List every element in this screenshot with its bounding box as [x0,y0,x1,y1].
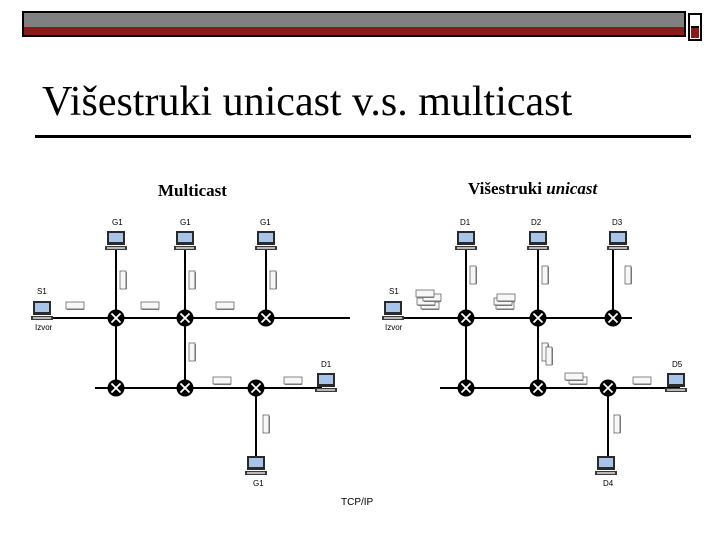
right-right-host-label: D5 [672,360,683,369]
right-host-label-3: D3 [612,218,623,227]
corner-decor-accent [691,26,699,38]
left-host-label-2: G1 [180,218,191,227]
right-routers [456,308,623,398]
right-links [395,248,680,466]
right-source-label: S1 [389,287,399,296]
unicast-label-italic: unicast [546,179,598,198]
left-right-host-label: D1 [321,360,332,369]
multicast-label: Multicast [158,181,227,200]
top-decor-accent [24,27,684,35]
right-host-label-2: D2 [531,218,542,227]
right-source-sublabel: Izvor [385,323,403,332]
title-underline [35,135,691,138]
right-hosts [382,231,687,475]
footer-text: TCP/IP [341,497,374,508]
left-host-label-1: G1 [112,218,123,227]
right-bottom-host-label: D4 [603,479,614,488]
slide-title: Višestruki unicast v.s. multicast [42,79,573,125]
right-host-label-1: D1 [460,218,471,227]
corner-decor [688,13,702,41]
top-decor-bar [22,11,686,37]
unicast-label: Višestruki unicast [468,179,597,199]
right-packets [415,265,652,434]
left-source-sublabel: Izvor [35,323,53,332]
left-bottom-host-label: G1 [253,479,264,488]
unicast-label-prefix: Višestruki [468,179,547,198]
left-source-label: S1 [37,287,47,296]
left-host-label-3: G1 [260,218,271,227]
